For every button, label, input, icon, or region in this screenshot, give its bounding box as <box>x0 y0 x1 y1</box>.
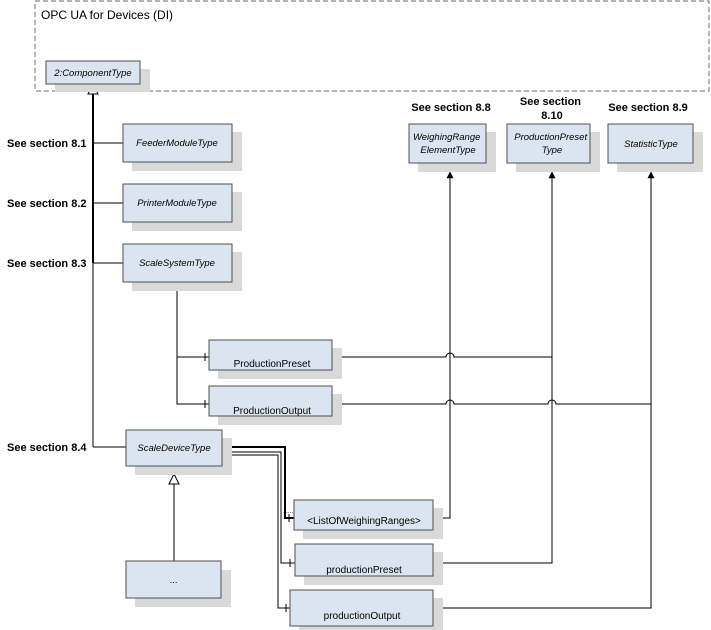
weighing-to-element-type-line <box>433 171 454 519</box>
production-preset-lower-node[interactable] <box>294 543 434 577</box>
scale-system-type-node[interactable] <box>122 243 233 283</box>
production-preset-lower-label: productionPreset <box>326 565 402 576</box>
production-preset-type-line1: ProductionPreset <box>514 132 587 143</box>
production-preset-node[interactable] <box>208 339 333 371</box>
scale-device-bus-line <box>222 446 295 519</box>
namespace-box <box>34 0 710 92</box>
weighing-range-element-type-node[interactable] <box>408 123 487 164</box>
scale-device-type-node[interactable] <box>125 429 223 467</box>
production-output-lower-label: productionOutput <box>324 611 401 622</box>
production-preset-type-node[interactable] <box>506 123 591 164</box>
component-type-label: 2:ComponentType <box>53 68 131 79</box>
production-output-label: ProductionOutput <box>233 406 311 417</box>
statistic-type-node[interactable] <box>607 123 694 164</box>
output-to-statistic-line <box>332 171 655 405</box>
scale-device-to-preset-line <box>222 451 295 564</box>
ellipsis-subtype-node[interactable] <box>125 560 222 599</box>
weighing-range-element-type-line1: WeighingRange <box>413 132 480 143</box>
feeder-module-type-node[interactable] <box>122 123 233 163</box>
see-section-8-8-label: See section 8.8 <box>411 102 491 114</box>
output-lower-to-statistic-line <box>433 404 652 609</box>
see-section-8-2-label: See section 8.2 <box>7 198 87 210</box>
see-section-8-10-line1: See section <box>520 96 581 108</box>
list-of-weighing-ranges-label: <ListOfWeighingRanges> <box>307 516 421 527</box>
component-type-node[interactable] <box>45 60 141 85</box>
printer-module-type-node[interactable] <box>122 183 233 223</box>
see-section-8-4-label: See section 8.4 <box>7 442 87 454</box>
production-preset-label: ProductionPreset <box>234 359 311 370</box>
feeder-module-type-label: FeederModuleType <box>136 138 218 149</box>
scale-system-to-preset-line <box>176 283 209 358</box>
scale-device-type-label: ScaleDeviceType <box>137 443 210 454</box>
list-of-weighing-ranges-node[interactable] <box>293 499 434 531</box>
see-section-8-1-label: See section 8.1 <box>7 138 87 150</box>
production-preset-type-label: ProductionPreset Type <box>514 132 590 156</box>
scale-system-to-output-line <box>176 357 209 405</box>
production-preset-type-line2: Type <box>542 145 562 156</box>
preset-to-preset-type-line <box>332 171 556 358</box>
ellipsis-subtype-label: ... <box>170 575 178 586</box>
weighing-range-element-type-label: WeighingRange ElementType <box>413 132 483 156</box>
cardinality-label: 1…n <box>283 508 298 515</box>
see-section-8-10-line2: 8.10 <box>541 110 562 122</box>
preset-lower-to-type-line <box>433 357 553 564</box>
sub-inheritance-triangle-icon <box>168 472 180 485</box>
weighing-range-element-type-line2: ElementType <box>420 145 475 156</box>
production-output-node[interactable] <box>208 385 333 417</box>
see-section-8-3-label: See section 8.3 <box>7 258 87 270</box>
production-output-lower-node[interactable] <box>289 589 434 627</box>
namespace-title: OPC UA for Devices (DI) <box>41 8 173 22</box>
scale-system-type-label: ScaleSystemType <box>139 258 215 269</box>
scale-device-to-output-line <box>222 454 290 609</box>
printer-module-type-label: PrinterModuleType <box>137 198 217 209</box>
statistic-type-label: StatisticType <box>624 139 678 150</box>
see-section-8-10-label: See section 8.10 <box>520 96 584 122</box>
see-section-8-9-label: See section 8.9 <box>608 102 688 114</box>
